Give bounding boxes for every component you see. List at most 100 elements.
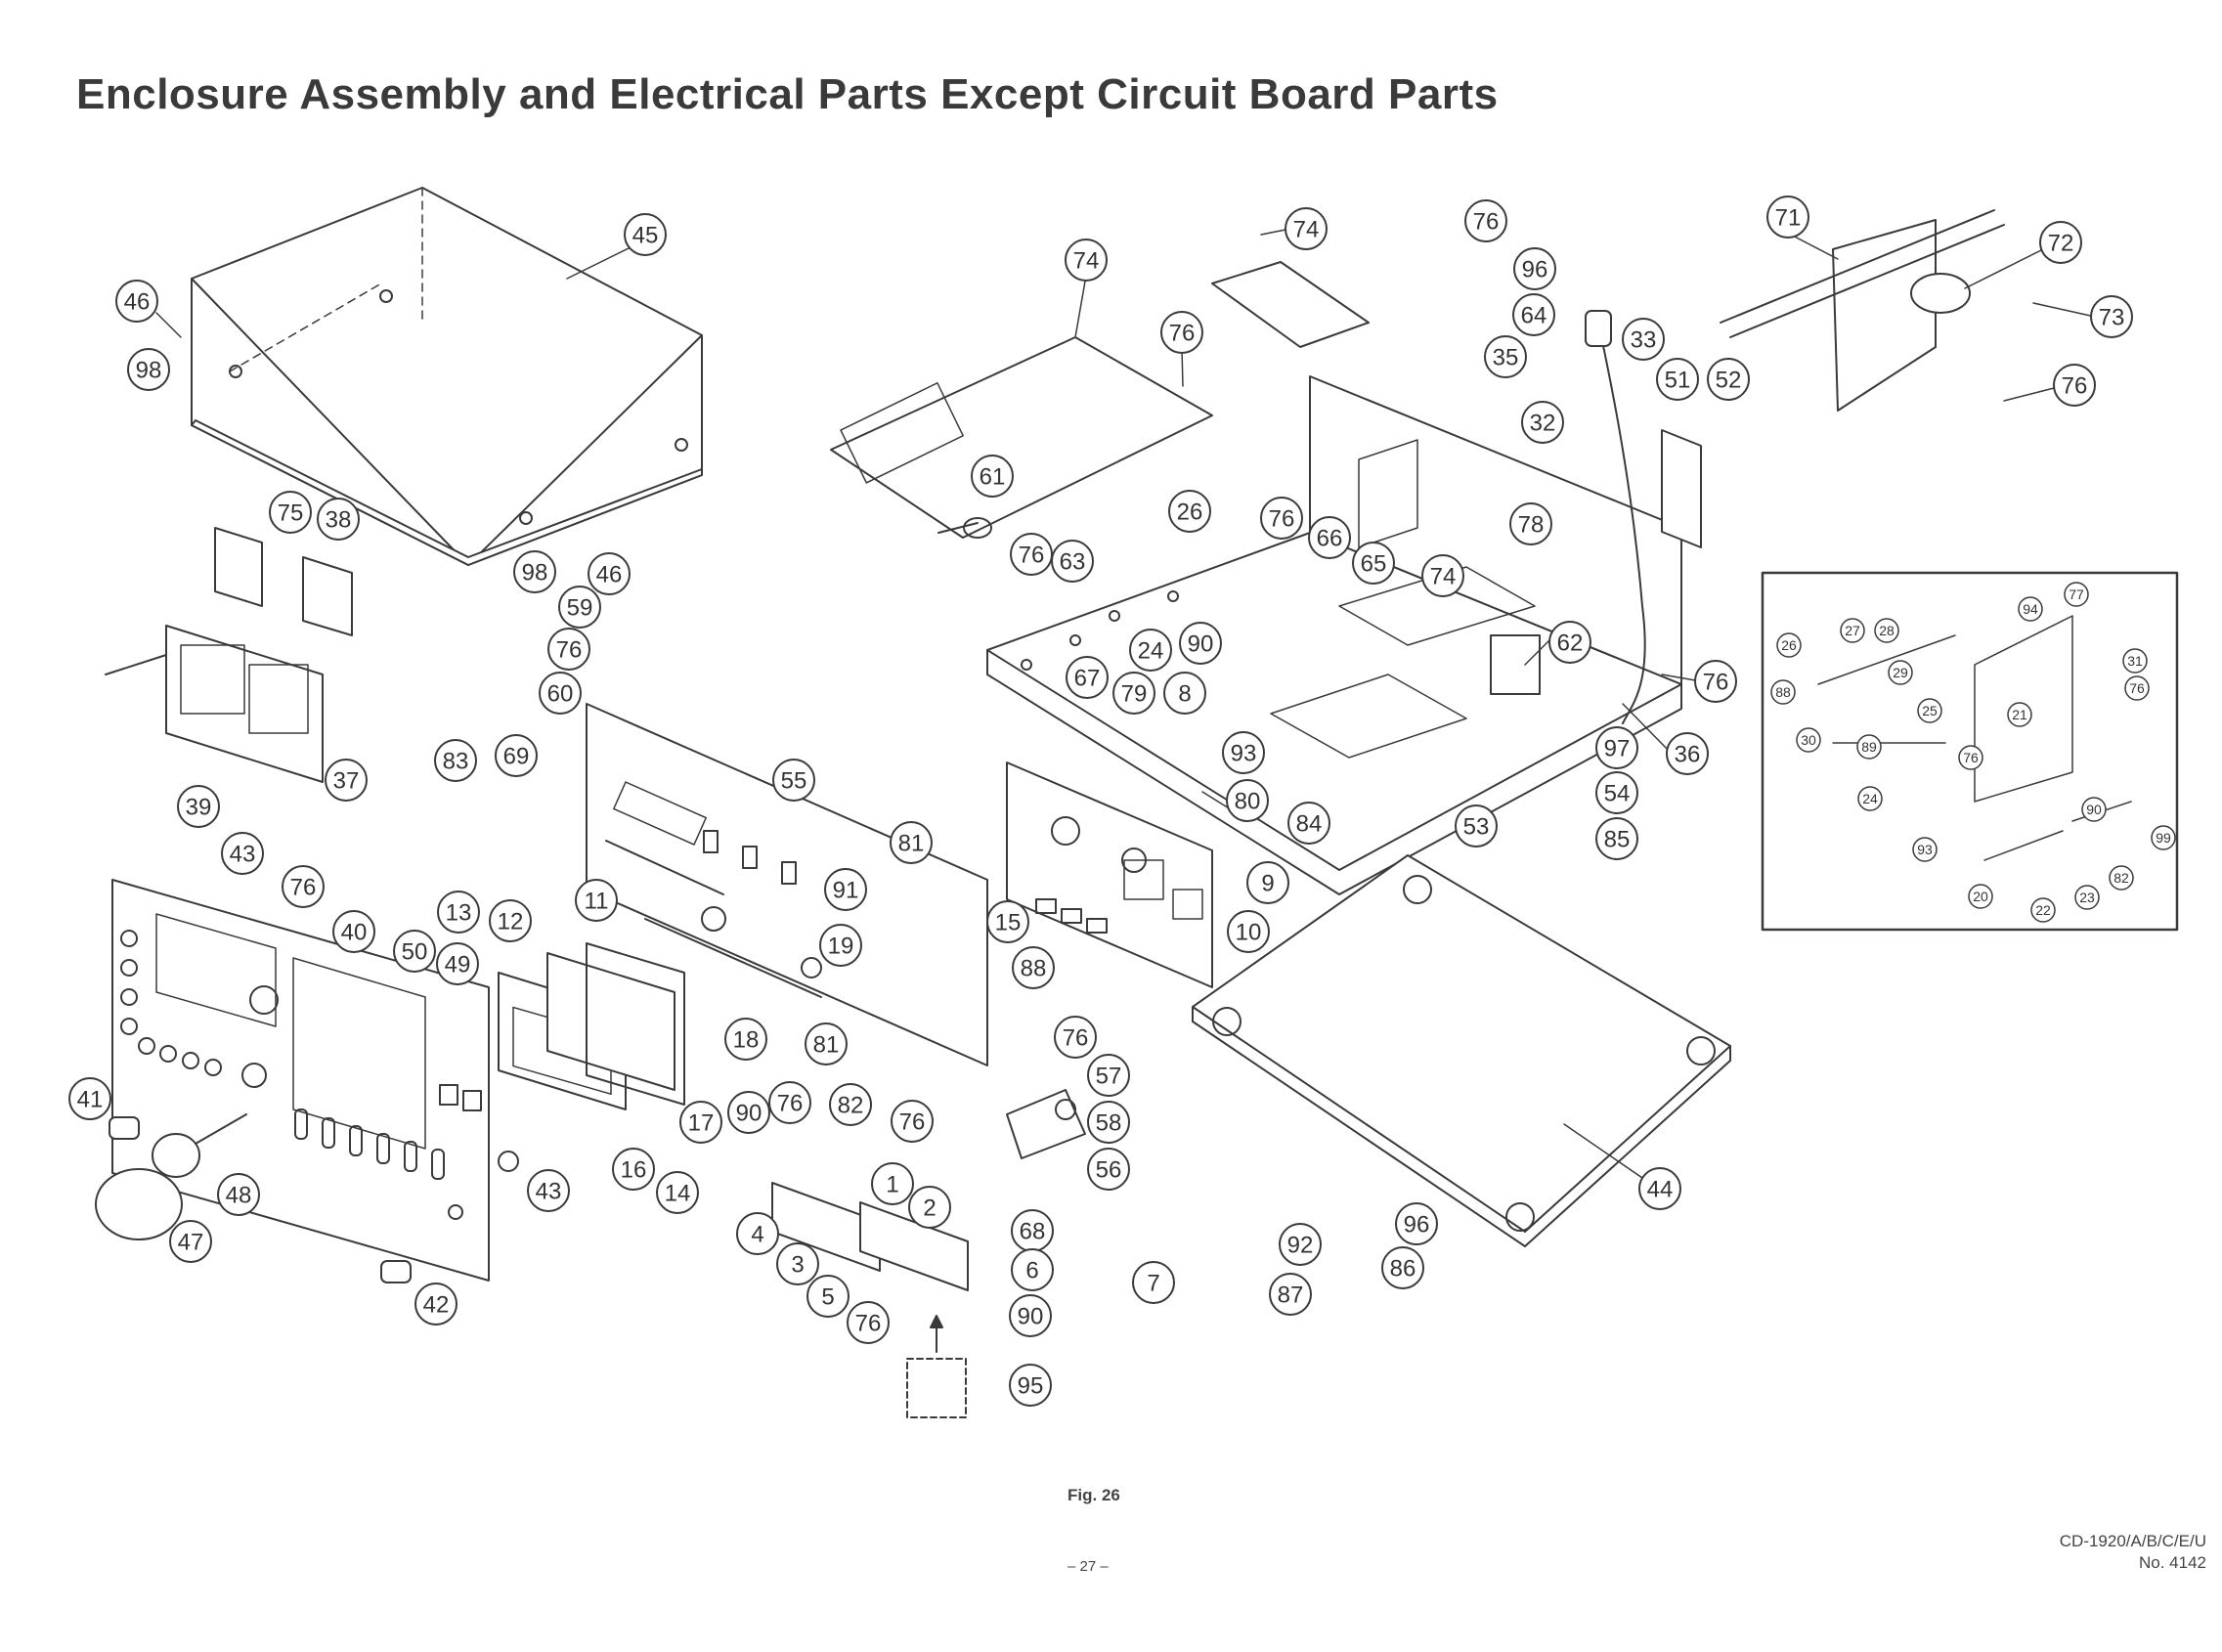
callout-number: 24 xyxy=(1862,791,1878,806)
callout-circle xyxy=(1548,621,1591,664)
main-callout-8: 8 xyxy=(1163,672,1206,715)
main-callout-78: 78 xyxy=(1509,502,1552,545)
callout-number: 93 xyxy=(1231,741,1257,767)
callout-number: 74 xyxy=(1073,248,1100,275)
main-callout-41: 41 xyxy=(68,1077,111,1120)
callout-circle xyxy=(1279,1223,1322,1266)
power-transistor-bracket xyxy=(1720,209,2005,412)
function-switch-block xyxy=(771,1182,969,1418)
main-callout-74: 74 xyxy=(1285,207,1328,250)
callout-circle xyxy=(1638,1167,1681,1210)
main-callout-96: 96 xyxy=(1395,1202,1438,1245)
inset-callout-27: 27 xyxy=(1840,618,1865,643)
callout-number: 74 xyxy=(1430,564,1457,590)
main-callout-26: 26 xyxy=(1168,490,1211,533)
callout-number: 20 xyxy=(1973,889,1988,904)
callout-circle xyxy=(847,1301,890,1344)
callout-circle xyxy=(1694,660,1737,703)
callout-circle xyxy=(1395,1202,1438,1245)
callout-number: 56 xyxy=(1096,1157,1122,1184)
callout-number: 84 xyxy=(1296,811,1323,838)
callout-number: 76 xyxy=(1963,750,1979,765)
main-callout-98: 98 xyxy=(127,348,170,391)
callout-circle xyxy=(1455,804,1498,848)
main-callout-76: 76 xyxy=(1054,1016,1097,1059)
callout-circle xyxy=(282,865,325,908)
callout-circle xyxy=(2122,648,2148,674)
main-callout-9: 9 xyxy=(1246,861,1289,904)
callout-circle xyxy=(495,734,538,777)
callout-number: 95 xyxy=(1018,1373,1044,1400)
callout-number: 9 xyxy=(1261,871,1274,897)
inset-callout-30: 30 xyxy=(1796,727,1821,753)
callout-number: 57 xyxy=(1096,1064,1122,1090)
callout-number: 46 xyxy=(124,289,151,316)
main-callout-65: 65 xyxy=(1352,542,1395,585)
callout-number: 96 xyxy=(1404,1212,1430,1239)
main-callout-76: 76 xyxy=(768,1081,811,1124)
callout-number: 4 xyxy=(751,1222,763,1248)
callout-number: 16 xyxy=(621,1157,647,1184)
main-callout-44: 44 xyxy=(1638,1167,1681,1210)
main-callout-3: 3 xyxy=(776,1242,819,1285)
inset-callout-29: 29 xyxy=(1888,660,1913,685)
callout-number: 36 xyxy=(1675,742,1701,768)
callout-circle xyxy=(539,672,582,715)
main-callout-81: 81 xyxy=(890,821,933,864)
callout-circle xyxy=(1352,542,1395,585)
callout-number: 41 xyxy=(77,1087,104,1113)
callout-circle xyxy=(2030,897,2056,923)
callout-circle xyxy=(736,1212,779,1255)
callout-number: 82 xyxy=(838,1093,864,1119)
main-callout-4: 4 xyxy=(736,1212,779,1255)
callout-circle xyxy=(393,930,436,973)
callout-circle xyxy=(2007,702,2032,727)
callout-circle xyxy=(115,280,158,323)
main-callout-53: 53 xyxy=(1455,804,1498,848)
callout-circle xyxy=(1160,311,1203,354)
callout-number: 24 xyxy=(1138,638,1164,665)
callout-circle xyxy=(824,868,867,911)
callout-circle xyxy=(2064,582,2089,607)
callout-number: 64 xyxy=(1521,303,1547,329)
main-callout-33: 33 xyxy=(1622,318,1665,361)
callout-number: 76 xyxy=(556,637,583,664)
callout-circle xyxy=(656,1171,699,1214)
main-callout-97: 97 xyxy=(1595,726,1638,769)
callout-circle xyxy=(1227,910,1270,953)
inset-callout-28: 28 xyxy=(1874,618,1899,643)
callout-number: 88 xyxy=(1021,956,1047,982)
callout-number: 68 xyxy=(1020,1219,1046,1245)
callout-number: 76 xyxy=(1019,543,1045,569)
main-callout-55: 55 xyxy=(772,759,815,802)
callout-number: 28 xyxy=(1879,623,1895,638)
inset-callout-31: 31 xyxy=(2122,648,2148,674)
main-callout-66: 66 xyxy=(1308,516,1351,559)
main-callout-52: 52 xyxy=(1707,358,1750,401)
callout-circle xyxy=(1656,358,1699,401)
callout-circle xyxy=(1421,554,1464,597)
callout-circle xyxy=(588,552,631,595)
main-callout-69: 69 xyxy=(495,734,538,777)
callout-circle xyxy=(1051,540,1094,583)
callout-number: 10 xyxy=(1236,920,1262,946)
callout-number: 67 xyxy=(1074,666,1101,692)
callout-circle xyxy=(2109,865,2134,891)
callout-number: 44 xyxy=(1647,1177,1674,1203)
main-callout-71: 71 xyxy=(1766,196,1809,239)
inset-callout-89: 89 xyxy=(1856,734,1882,760)
callout-circle xyxy=(332,910,375,953)
callout-circle xyxy=(1011,1248,1054,1291)
callout-number: 60 xyxy=(547,681,574,708)
callout-number: 29 xyxy=(1893,665,1908,680)
main-callout-95: 95 xyxy=(1009,1364,1052,1407)
callout-number: 76 xyxy=(777,1091,804,1117)
main-callout-5: 5 xyxy=(806,1275,850,1318)
callout-number: 46 xyxy=(596,562,623,588)
callout-number: 65 xyxy=(1361,551,1387,578)
top-cover-enclosure xyxy=(191,187,703,566)
callout-number: 75 xyxy=(278,500,304,527)
main-callout-82: 82 xyxy=(829,1083,872,1126)
headphone-jack-board xyxy=(1006,1089,1086,1159)
callout-circle xyxy=(1112,672,1155,715)
